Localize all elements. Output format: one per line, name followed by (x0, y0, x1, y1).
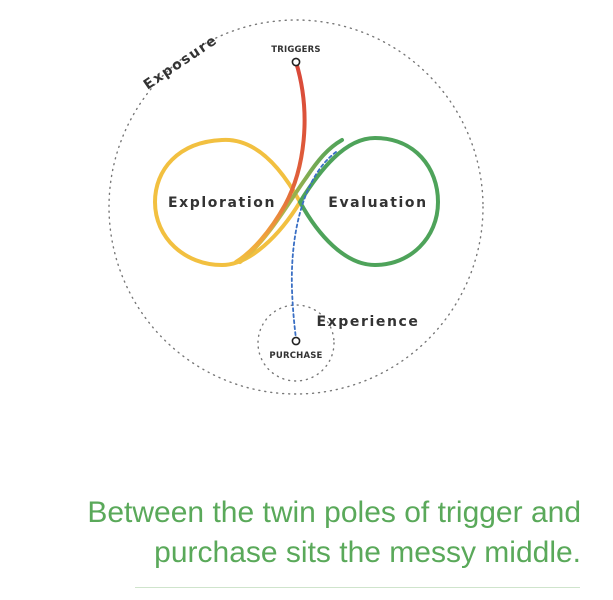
triggers-node (291, 57, 301, 67)
caption: Between the twin poles of trigger and pu… (21, 493, 581, 573)
experience-boundary (257, 304, 335, 382)
evaluation-label: Evaluation (328, 195, 427, 211)
purchase-node (291, 336, 301, 346)
caption-line-2: purchase sits the messy middle. (154, 536, 581, 569)
exposure-label: Exposure (141, 32, 221, 93)
exposure-boundary (108, 19, 484, 395)
evaluation-loop (298, 135, 441, 268)
triggers-label: TRIGGERS (271, 45, 321, 55)
caption-line-1: Between the twin poles of trigger and (87, 496, 581, 529)
experience-label: Experience (316, 314, 419, 330)
exploration-label: Exploration (168, 195, 276, 211)
trigger-path (234, 60, 307, 264)
messy-middle-diagram: TRIGGERS PURCHASE Exploration Evaluation… (108, 19, 484, 395)
purchase-label: PURCHASE (269, 351, 322, 361)
caption-underline (135, 587, 580, 588)
purchase-path (290, 151, 337, 340)
